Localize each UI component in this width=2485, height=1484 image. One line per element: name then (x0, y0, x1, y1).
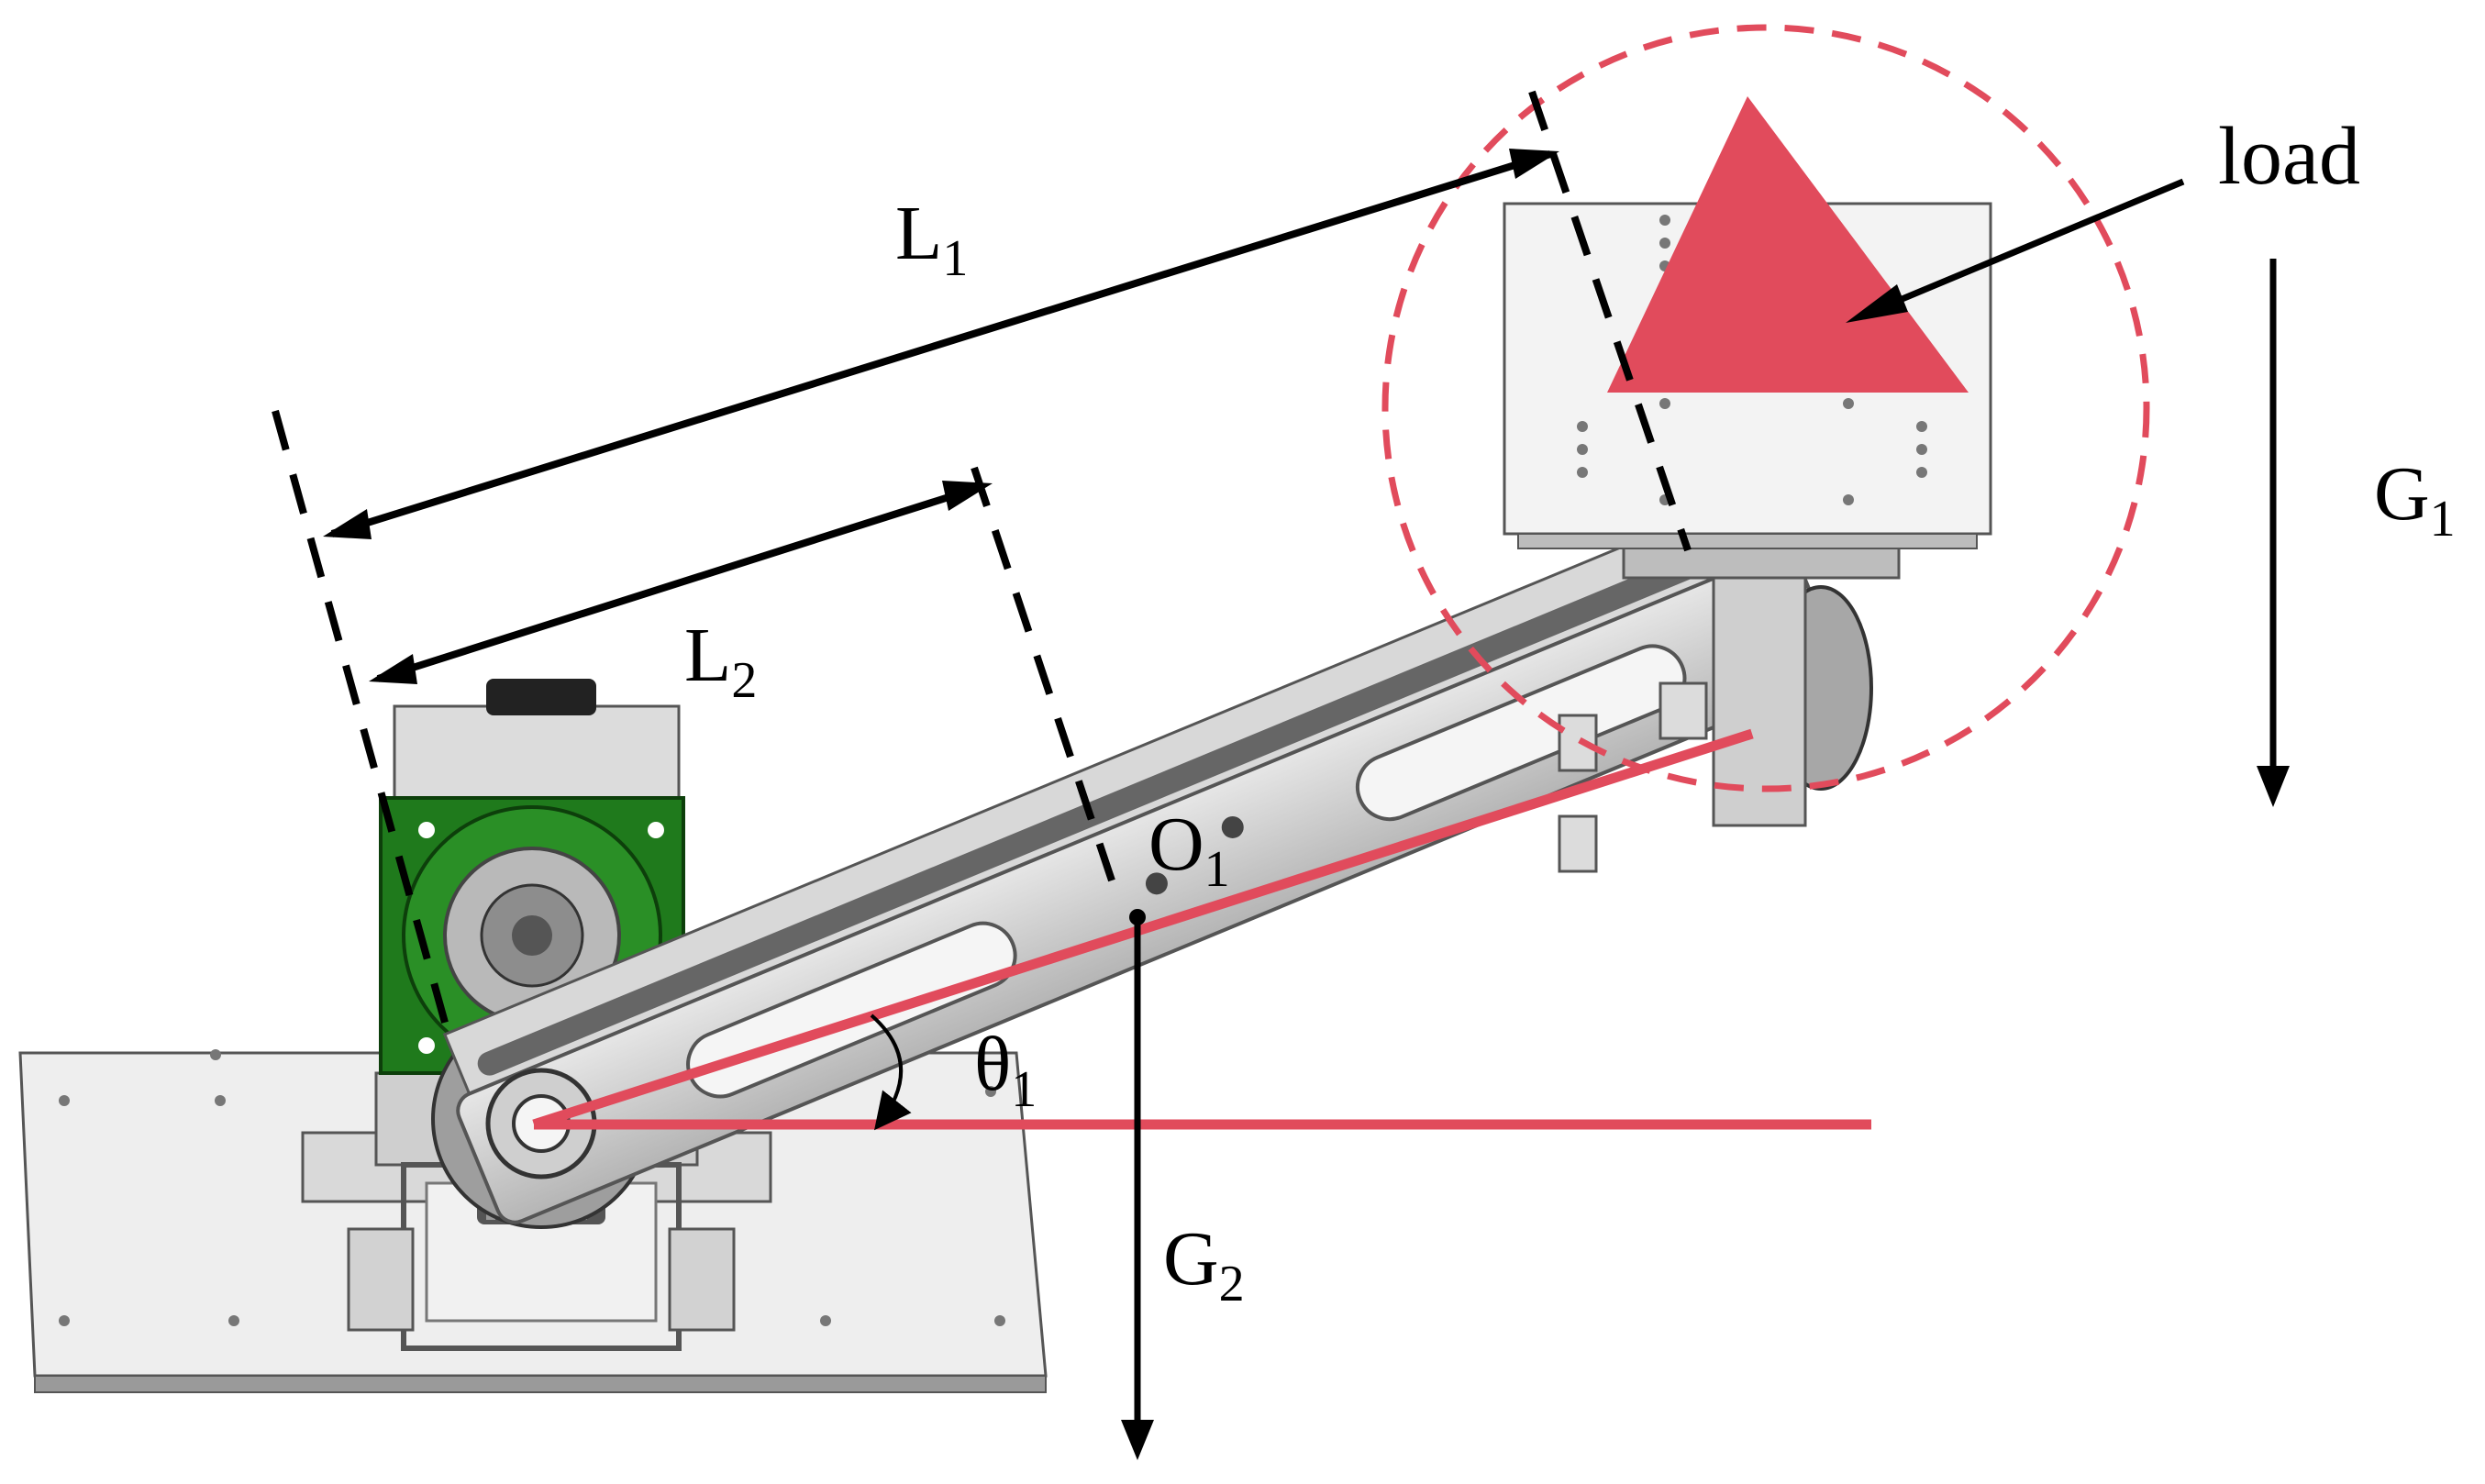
label-o1: O1 (1148, 802, 1230, 898)
theta-arc (870, 1013, 912, 1131)
dashed-line-l1-right (1528, 90, 1692, 552)
load-triangle (1607, 96, 1969, 393)
dashed-line-l2-right (971, 466, 1115, 882)
label-l1: L1 (895, 191, 968, 287)
load-pointer-arrow (1869, 178, 2185, 316)
label-theta1: θ1 (974, 1022, 1037, 1118)
label-g2: G2 (1163, 1216, 1245, 1312)
label-g1: G1 (2374, 451, 2456, 548)
label-l2: L2 (684, 613, 757, 709)
arm-axis-line (532, 728, 1754, 1130)
label-load: load (2218, 111, 2360, 202)
load-region-circle (1381, 24, 2150, 792)
dashed-line-l1-left (272, 409, 455, 1047)
l2-dimension-arrow (376, 482, 985, 682)
o1-point (1129, 909, 1146, 925)
end-bracket (1558, 539, 1901, 873)
l1-dimension-arrow (330, 150, 1552, 537)
motor-knob (486, 679, 596, 715)
arm-slot-2 (1356, 644, 1687, 822)
drive-chain (477, 534, 1751, 1076)
